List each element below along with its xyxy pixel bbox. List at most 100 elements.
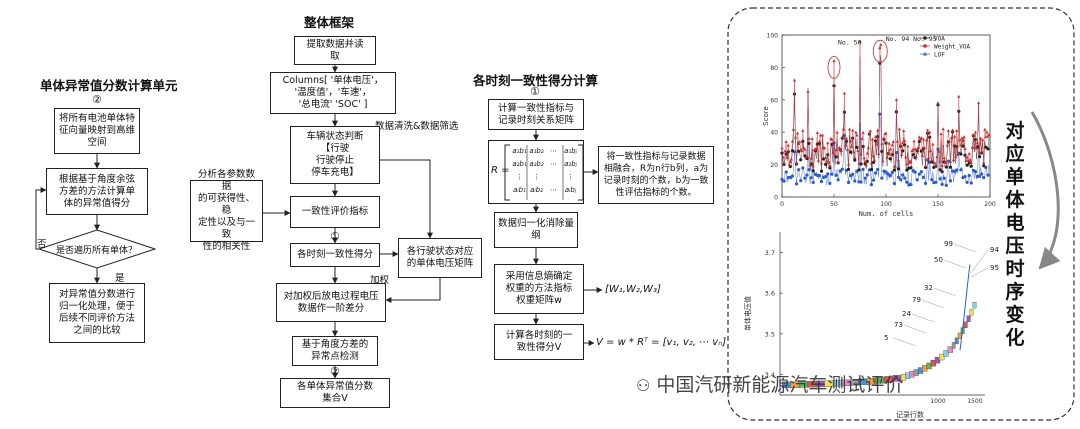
lof-point [783, 149, 787, 153]
cell-label-leader [943, 259, 967, 269]
watermark-text: 中国汽研新能源汽车测试评价 [656, 374, 904, 396]
y-tick-label: 3.4 [765, 371, 775, 379]
voa-point [948, 165, 953, 169]
curved-arrow [1030, 111, 1061, 270]
weight-voa-point [880, 176, 884, 180]
voa-point [853, 158, 857, 162]
legend-label: VOA [934, 36, 945, 43]
y-tick-label: 60 [770, 97, 778, 104]
analyze-params-box: 分析各参数数据 的可获得性、稳 定性以及与一致 性的相关性 [190, 169, 263, 252]
lof-point [950, 128, 955, 132]
lof-point [944, 161, 948, 165]
weight-voa-point [838, 169, 842, 173]
voltage-segment [966, 315, 971, 322]
lof-point [885, 155, 889, 159]
lof-point [941, 127, 945, 131]
lof-point [865, 151, 869, 155]
lof-point [836, 160, 840, 164]
voltage-segment [954, 337, 959, 344]
lof-point [920, 153, 924, 157]
side-title-char: 电 [1005, 212, 1025, 234]
lof-point [831, 151, 835, 155]
lof-point [818, 133, 823, 137]
legend-marker [923, 52, 927, 56]
lof-point [798, 140, 802, 144]
v-formula: V = w * Rᵀ = [v₁, v₂, ⋯ vₙ] [596, 337, 727, 348]
cell-label: 95 [990, 264, 999, 272]
x-tick-label: 100 [880, 201, 892, 208]
annotation: No. 50 [838, 39, 862, 47]
y-tick-label: 3.6 [765, 290, 775, 298]
weight-label: 加权 [370, 275, 390, 286]
lof-point [857, 161, 861, 165]
lof-point [968, 157, 972, 161]
lof-point [854, 130, 858, 134]
lof-point [795, 131, 800, 135]
voltage-segment [947, 346, 953, 353]
weight-voa-point [888, 173, 892, 178]
lof-point [953, 134, 957, 138]
weight-voa-point [930, 178, 934, 182]
y-tick-label: 3.5 [765, 330, 775, 338]
cell-label: 79 [912, 296, 921, 304]
weight-voa-point [942, 176, 946, 180]
voa-point [824, 162, 828, 166]
lof-point [937, 149, 941, 153]
lof-point [845, 147, 850, 151]
lof-point [834, 148, 838, 152]
lof-point [928, 130, 932, 134]
angle-outlier-box: 基于角度方差的 异常点检测 [292, 336, 378, 366]
weight-voa-point [903, 176, 907, 180]
voa-point [801, 139, 805, 143]
lof-point [790, 139, 794, 143]
side-title-char: 序 [1005, 281, 1025, 303]
lof-point [876, 128, 880, 132]
voa-point [957, 109, 961, 114]
relation-matrix-box: 计算一致性指标与 记录时刻关系矩阵 [488, 99, 584, 130]
lof-point [866, 146, 870, 150]
weight-voa-point [851, 172, 855, 176]
weight-voa-point [790, 174, 795, 178]
cell-label: 24 [902, 310, 911, 318]
voa-point [959, 152, 963, 156]
voa-point [846, 167, 851, 171]
lof-point [803, 147, 807, 151]
lof-point [828, 164, 832, 168]
weight-voa-point [913, 170, 917, 174]
voa-point [961, 144, 965, 148]
legend-marker [923, 44, 927, 48]
weight-voa-point [874, 171, 878, 175]
cell-label-leader [970, 267, 989, 278]
lof-point [871, 154, 876, 158]
weight-voa-point [801, 166, 805, 170]
lof-point [972, 145, 976, 149]
lof-point [956, 152, 960, 156]
y-tick-label: 20 [770, 162, 778, 169]
cell-label: 94 [990, 246, 999, 254]
lof-point [975, 140, 980, 144]
voa-point [790, 149, 795, 153]
lof-point [826, 141, 830, 145]
extract-data-box: 提取数据并读 取 [294, 36, 376, 65]
lof-point [830, 137, 834, 141]
lof-point [858, 39, 862, 43]
weight-voa-point [921, 175, 926, 179]
matrix-cell: a₂bⱼ [564, 160, 577, 168]
lof-point [940, 163, 944, 167]
normalize-dim-box: 数据归一化消除量 纲 [494, 212, 578, 248]
cell-label-leader [911, 313, 935, 323]
matrix-cell: a₂b₁ [512, 160, 527, 168]
voa-point [876, 134, 880, 139]
cell-label-leader [903, 324, 927, 334]
section1-title: 单体异常值分数计算单元 [40, 78, 178, 93]
weight-voa-point [973, 170, 978, 174]
lof-point [947, 139, 952, 143]
weight-voa-point [809, 176, 813, 180]
lof-point [792, 78, 797, 82]
lof-point [910, 149, 914, 153]
section3-title: 各时刻一致性得分计算 [473, 73, 599, 88]
weight-voa-point [909, 182, 913, 187]
voltage-segment [972, 301, 977, 309]
lof-point [839, 149, 843, 153]
